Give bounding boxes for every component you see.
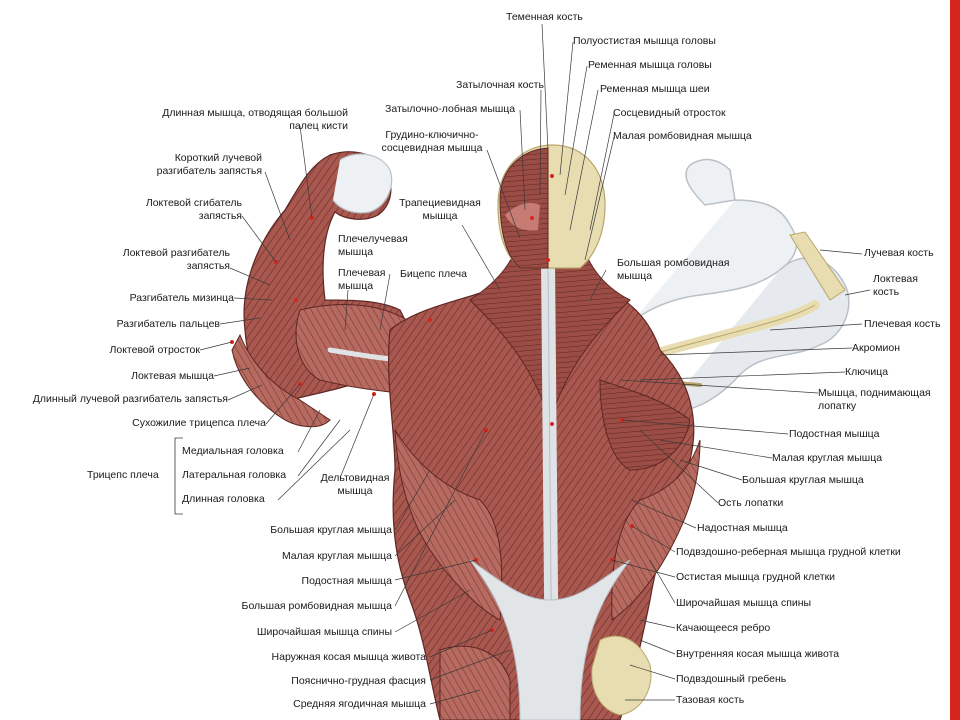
label-teres-major-center: Большая круглая мышца [270, 524, 392, 536]
label-supraspinatus: Надостная мышца [697, 522, 788, 534]
label-infraspinatus-center: Подостная мышца [301, 575, 392, 587]
label-sternocleidomastoid: Грудино-ключично-сосцевидная мышца [381, 129, 483, 154]
label-extensor-carpi-radialis-longus: Длинный лучевой разгибатель запястья [32, 393, 228, 405]
right-arm-outline [599, 158, 850, 412]
label-humerus: Плечевая кость [864, 318, 941, 330]
label-rhomboid-minor: Малая ромбовидная мышца [613, 130, 752, 142]
label-splenius-capitis: Ременная мышца головы [588, 59, 712, 71]
label-rhomboid-major-center: Большая ромбовидная мышца [241, 600, 392, 612]
label-gluteus-medius: Средняя ягодичная мышца [293, 698, 426, 710]
label-external-oblique: Наружная косая мышца живота [271, 651, 426, 663]
label-pelvic-bone: Тазовая кость [676, 694, 745, 706]
label-triceps-medial-head: Медиальная головка [182, 445, 284, 457]
label-olecranon: Локтевой отросток [109, 344, 200, 356]
label-iliac-crest: Подвздошный гребень [676, 673, 787, 685]
label-occipital-bone: Затылочная кость [456, 79, 544, 91]
label-teres-minor-right: Малая круглая мышца [772, 452, 883, 464]
label-extensor-carpi-radialis-brevis: Короткий лучевой разгибатель запястья [156, 152, 262, 177]
label-occipitofrontalis: Затылочно-лобная мышца [385, 103, 516, 115]
label-semispinalis-capitis: Полуостистая мышца головы [573, 35, 716, 47]
label-triceps-tendon: Сухожилие трицепса плеча [132, 417, 266, 429]
label-biceps: Бицепс плеча [400, 268, 467, 280]
label-latissimus-right: Широчайшая мышца спины [676, 597, 812, 609]
label-floating-rib: Качающееся ребро [676, 622, 771, 634]
label-mastoid-process: Сосцевидный отросток [613, 107, 726, 119]
label-flexor-carpi-ulnaris: Локтевой сгибатель запястья [145, 197, 242, 222]
accent-bar [950, 0, 960, 720]
label-spinalis-thoracis: Остистая мышца грудной клетки [676, 571, 836, 583]
label-deltoid: Дельтовидная мышца [320, 472, 390, 497]
label-scapular-spine: Ость лопатки [718, 497, 784, 509]
label-triceps-long-head: Длинная головка [182, 493, 265, 505]
label-levator-scapulae: Мышца, поднимающая лопатку [818, 387, 931, 412]
label-clavicle: Ключица [845, 366, 889, 378]
label-triceps-group: Трицепс плеча [87, 469, 159, 481]
label-brachialis: Плечевая мышца [338, 267, 386, 292]
label-extensor-digiti-minimi: Разгибатель мизинца [129, 292, 234, 304]
label-splenius-cervicis: Ременная мышца шеи [600, 83, 710, 95]
label-extensor-carpi-ulnaris: Локтевой разгибатель запястья [122, 247, 230, 272]
label-triceps-lateral-head: Латеральная головка [182, 469, 287, 481]
label-ulna: Локтевая кость [873, 273, 918, 298]
label-thoracolumbar-fascia: Пояснично-грудная фасция [291, 675, 426, 687]
label-trapezius: Трапециевидная мышца [399, 197, 481, 222]
label-teres-minor-center: Малая круглая мышца [281, 550, 392, 562]
label-infraspinatus-right: Подостная мышца [789, 428, 880, 440]
label-extensor-digitorum: Разгибатель пальцев [116, 318, 220, 330]
label-radius: Лучевая кость [864, 247, 934, 259]
label-acromion: Акромион [852, 342, 900, 354]
label-rhomboid-major-right: Большая ромбовидная мышца [617, 257, 730, 282]
left-arm-muscles [231, 151, 461, 428]
label-teres-major-right: Большая круглая мышца [742, 474, 864, 486]
label-brachioradialis: Плечелучевая мышца [338, 233, 408, 258]
label-internal-oblique: Внутренняя косая мышца живота [676, 648, 840, 660]
label-anconeus: Локтевая мышца [131, 370, 214, 382]
head [497, 144, 606, 269]
label-iliocostalis-thoracis: Подвздошно-реберная мышца грудной клетки [676, 546, 901, 558]
back-muscles [388, 234, 701, 720]
label-parietal-bone: Теменная кость [506, 11, 583, 23]
label-latissimus-center: Широчайшая мышца спины [256, 626, 392, 638]
triceps-bracket [174, 437, 183, 515]
label-abductor-pollicis-longus: Длинная мышца, отводящая большой палец к… [162, 107, 348, 132]
leader-lines [199, 23, 871, 705]
